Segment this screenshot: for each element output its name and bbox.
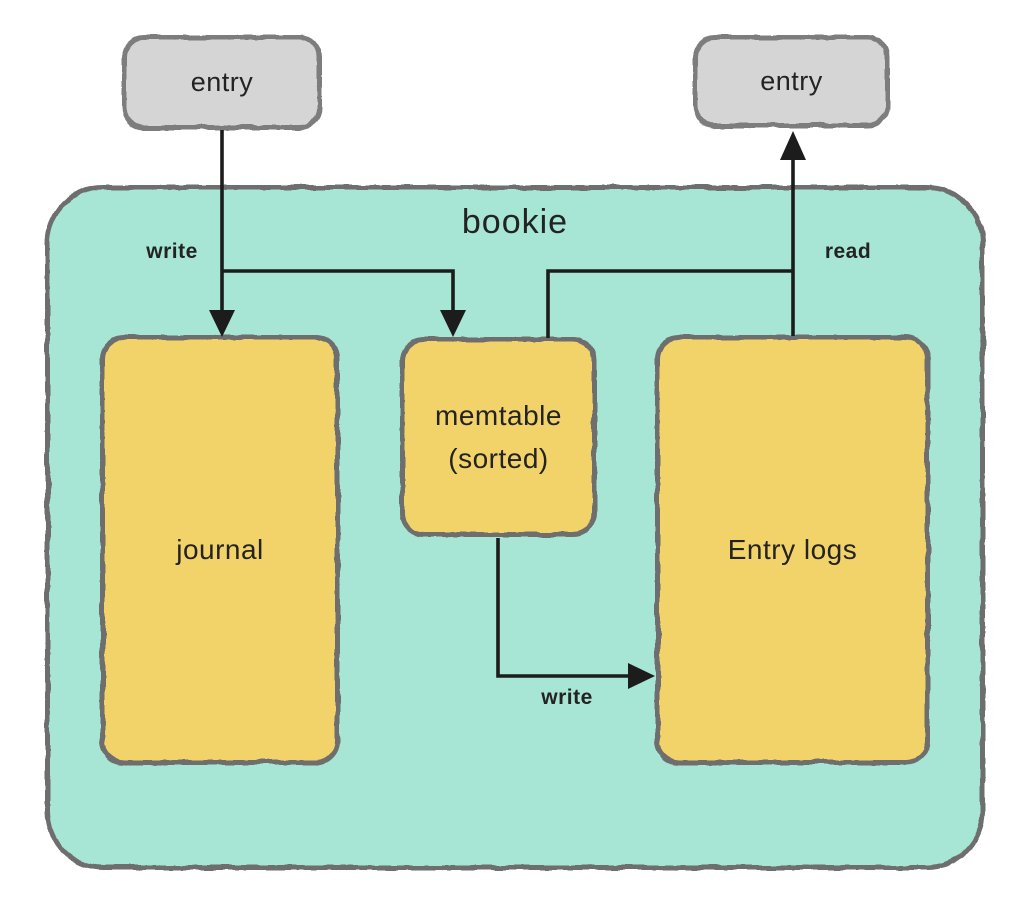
node-entry-right: entry [693,35,890,128]
node-entry-logs: Entry logs [655,335,930,765]
edge-label-read: read [824,240,872,263]
entry-right-label: entry [760,65,823,96]
memtable-label: memtable (sorted) [400,337,597,537]
entry-left-shape [122,35,322,130]
node-entry-left: entry [122,35,322,130]
entry-left-label: entry [190,66,254,97]
journal-label: journal [176,534,264,566]
edge-label-write-bottom: write [541,686,593,709]
memtable-label-line2: (sorted) [448,443,549,474]
edge-label-write-top: write [146,240,198,263]
arrowhead-entry-right [780,131,806,160]
node-memtable: memtable (sorted) [400,337,597,537]
memtable-shape [400,337,597,537]
entry-logs-label: Entry logs [727,534,858,566]
node-journal: journal [100,335,340,765]
memtable-label-line1: memtable [435,399,562,431]
journal-shape [100,335,340,765]
bookie-title: bookie [461,203,569,241]
entry-right-shape [693,35,890,128]
